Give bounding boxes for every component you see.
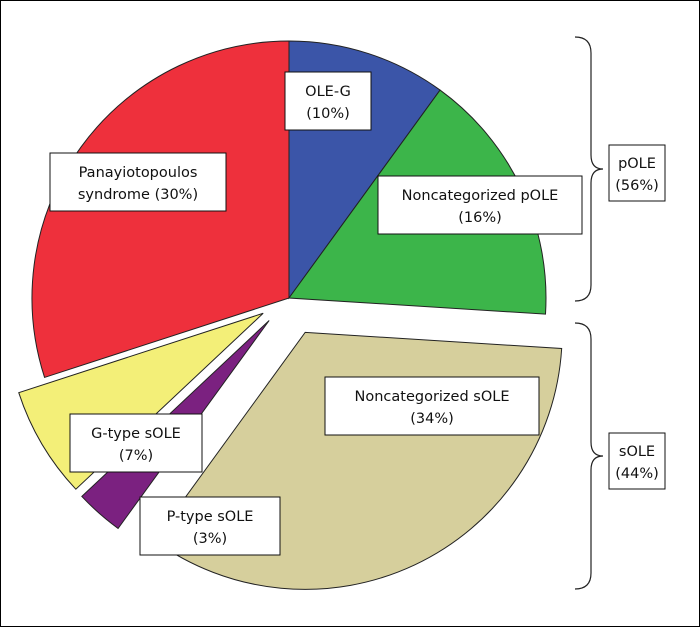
label-box: [49, 152, 227, 212]
slice-label-panayiotopoulos-syndrome: Panayiotopoulos syndrome (30%): [49, 152, 227, 212]
label-line-2: (34%): [410, 411, 454, 427]
label-line-2: (16%): [458, 210, 502, 226]
label-line-2: (3%): [193, 531, 227, 547]
group-label-line-2: (56%): [615, 178, 659, 194]
label-line-2: syndrome (30%): [78, 187, 198, 203]
group-label-box: [608, 144, 666, 202]
pole-group-brace: [574, 36, 604, 302]
group-label-line-1: pOLE: [618, 156, 656, 172]
label-line-1: Noncategorized sOLE: [355, 389, 510, 405]
label-line-1: G-type sOLE: [91, 426, 181, 442]
slice-label-ole-g: OLE-G (10%): [284, 71, 372, 131]
label-line-2: (10%): [306, 106, 350, 122]
slice-label-noncategorized-sole: Noncategorized sOLE (34%): [324, 376, 540, 436]
group-label-box: [608, 432, 666, 490]
group-label-line-2: (44%): [615, 466, 659, 482]
label-line-1: OLE-G: [305, 84, 351, 100]
group-label-line-1: sOLE: [619, 444, 655, 460]
slice-label-p-type-sole: P-type sOLE (3%): [139, 496, 281, 556]
label-line-2: (7%): [119, 448, 153, 464]
sole-group-brace: [574, 322, 604, 590]
label-line-1: Panayiotopoulos: [79, 165, 198, 181]
label-box: [377, 175, 583, 235]
label-box: [284, 71, 372, 131]
pole-group-label: pOLE (56%): [608, 144, 666, 202]
label-box: [139, 496, 281, 556]
label-line-1: Noncategorized pOLE: [402, 188, 559, 204]
label-box: [324, 376, 540, 436]
slice-label-noncategorized-pole: Noncategorized pOLE (16%): [377, 175, 583, 235]
sole-group-label: sOLE (44%): [608, 432, 666, 490]
label-line-1: P-type sOLE: [167, 509, 254, 525]
label-box: [69, 413, 203, 473]
slice-label-g-type-sole: G-type sOLE (7%): [69, 413, 203, 473]
